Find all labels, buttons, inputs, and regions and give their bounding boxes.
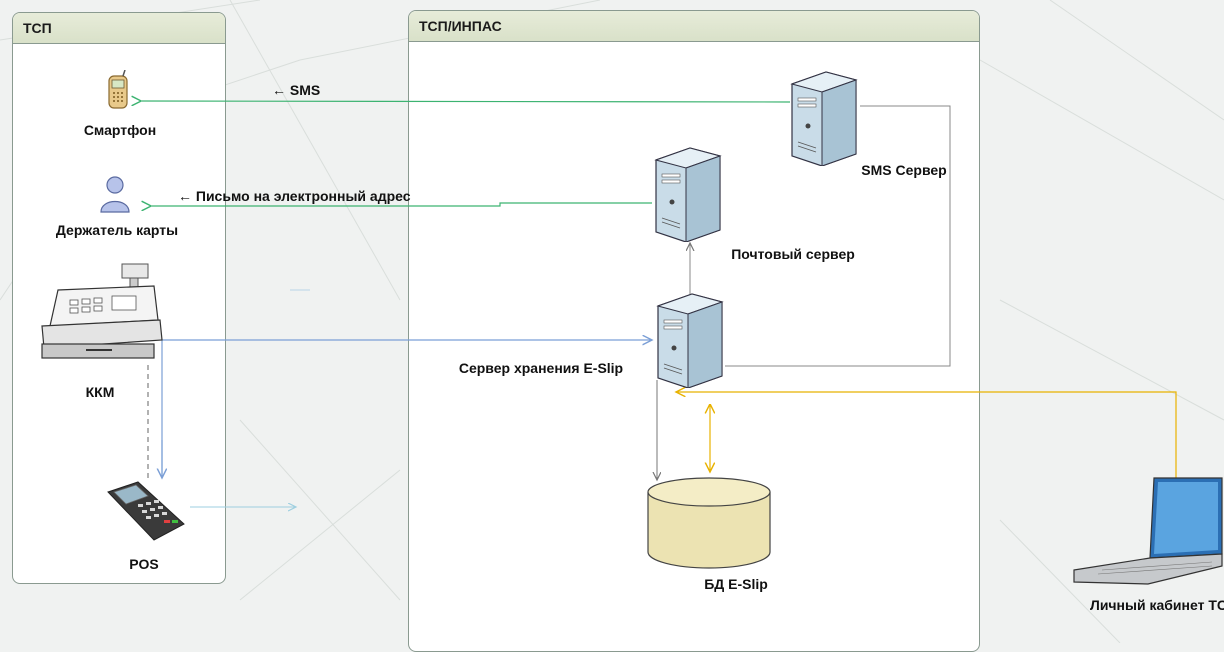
tsp-panel-title: ТСП xyxy=(13,13,225,44)
kkm-label: ККМ xyxy=(85,384,115,400)
sms-edge-label: ← SMS xyxy=(272,82,321,98)
inpas-panel-title: ТСП/ИНПАС xyxy=(409,11,979,42)
user-icon xyxy=(100,176,130,213)
eslip-server-label: Сервер хранения E-Slip xyxy=(458,360,624,376)
email-edge-label: ← Письмо на электронный адрес xyxy=(178,188,411,204)
smartphone-icon xyxy=(108,70,128,109)
pos-label: POS xyxy=(129,556,159,572)
cash-register-icon xyxy=(41,263,163,359)
database-icon xyxy=(647,477,771,569)
cabinet-label: Личный кабинет ТСП xyxy=(1090,597,1224,613)
laptop-icon xyxy=(1073,477,1223,585)
eslip-db-label: БД E-Slip xyxy=(704,576,768,592)
cardholder-label: Держатель карты xyxy=(55,222,179,238)
mail-server-label: Почтовый сервер xyxy=(731,246,855,262)
eslip-server-icon xyxy=(656,293,724,388)
sms-server-label: SMS Сервер xyxy=(861,162,947,178)
pos-terminal-icon xyxy=(107,481,185,541)
smartphone-label: Смартфон xyxy=(83,122,157,138)
mail-server-icon xyxy=(654,147,722,242)
sms-server-icon xyxy=(790,71,858,166)
